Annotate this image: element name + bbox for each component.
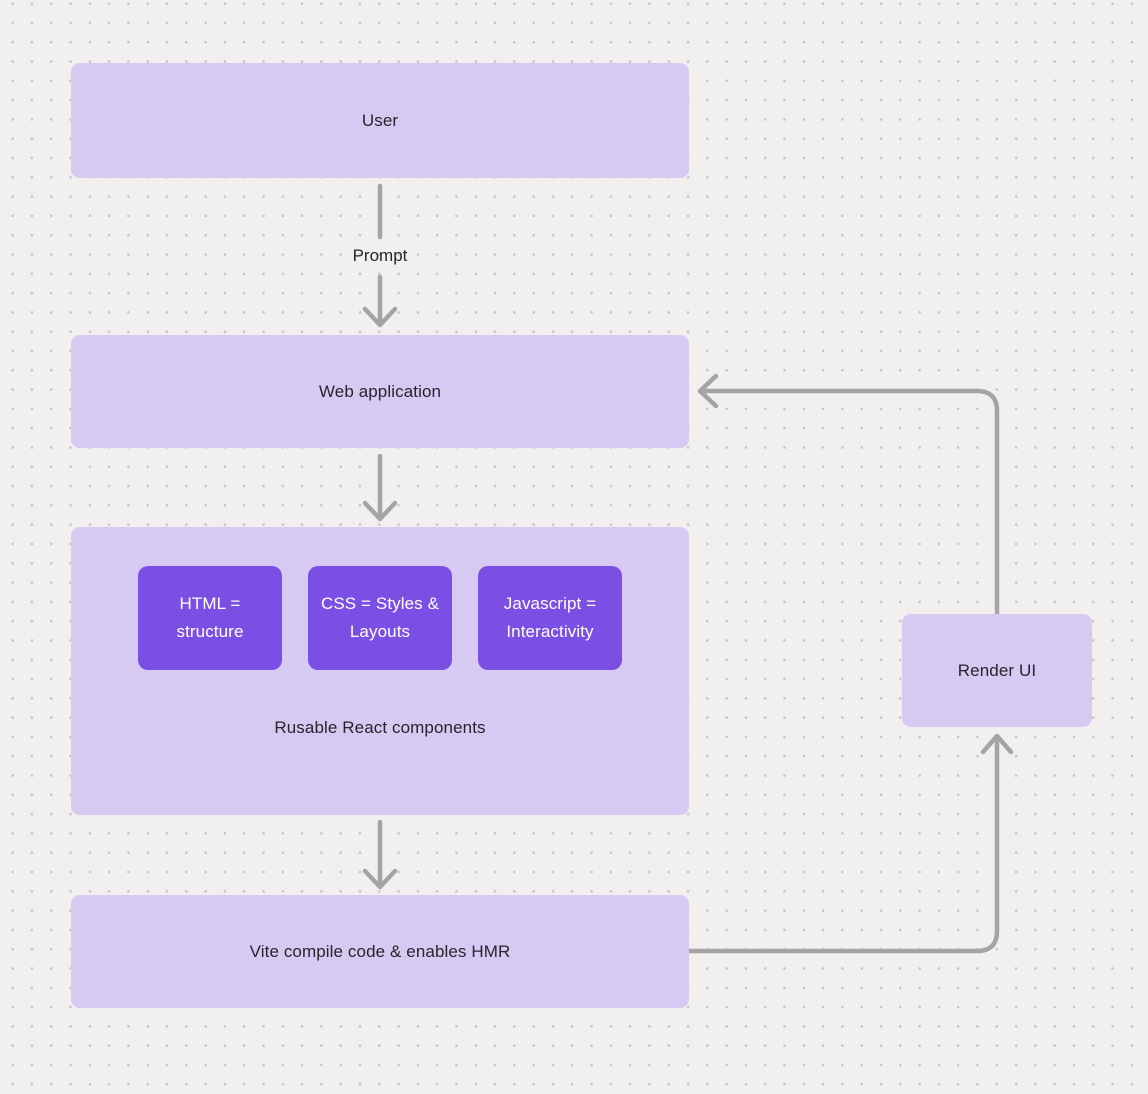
edge-components-to-vite: [362, 819, 398, 890]
node-user[interactable]: User: [71, 63, 689, 178]
arrowhead-left-icon: [697, 373, 719, 409]
node-vite-label: Vite compile code & enables HMR: [249, 941, 511, 961]
edge-render-ui-to-web: [697, 373, 1000, 617]
node-render-ui[interactable]: Render UI: [902, 614, 1092, 727]
node-vite[interactable]: Vite compile code & enables HMR: [71, 895, 689, 1008]
chip-css-label: CSS = Styles & Layouts: [320, 594, 440, 641]
arrowhead-down-icon: [362, 500, 398, 522]
edge-label-prompt: Prompt: [352, 246, 408, 265]
node-web-application-label: Web application: [318, 381, 442, 401]
node-components-group[interactable]: HTML = structure CSS = Styles & Layouts …: [71, 527, 689, 815]
arrowhead-up-icon: [980, 733, 1014, 755]
edge-vite-to-render-ui: [687, 733, 1014, 954]
node-components-group-label: Rusable React components: [274, 718, 486, 737]
arrowhead-down-icon: [362, 868, 398, 890]
chip-html-label: HTML = structure: [176, 594, 244, 641]
node-user-label: User: [361, 110, 399, 130]
arrowhead-down-icon: [362, 306, 398, 328]
node-render-ui-label: Render UI: [957, 660, 1037, 680]
chip-html[interactable]: HTML = structure: [138, 566, 282, 670]
chip-javascript[interactable]: Javascript = Interactivity: [478, 566, 622, 670]
node-web-application[interactable]: Web application: [71, 335, 689, 448]
chip-css[interactable]: CSS = Styles & Layouts: [308, 566, 452, 670]
edge-web-to-components: [362, 453, 398, 522]
chip-javascript-label: Javascript = Interactivity: [503, 594, 597, 641]
